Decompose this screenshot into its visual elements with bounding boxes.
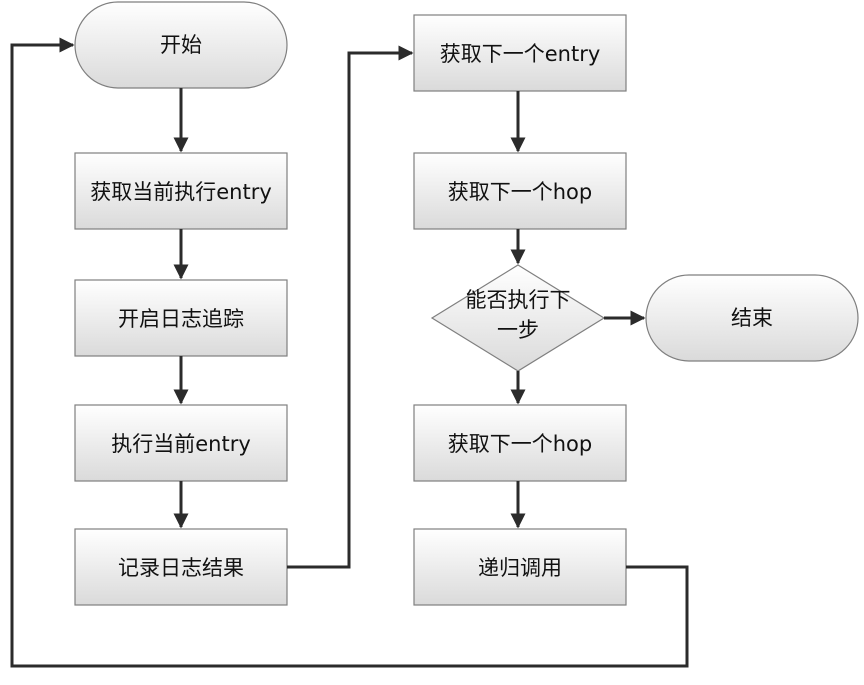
can-exec-next-label-line1: 能否执行下 xyxy=(466,288,571,312)
exec-current-entry-box: 执行当前entry xyxy=(74,404,288,482)
can-exec-next-decision: 能否执行下 一步 xyxy=(430,264,606,372)
start-terminal: 开始 xyxy=(74,1,288,89)
get-next-hop-label-2: 获取下一个hop xyxy=(448,432,593,456)
recursive-call-box: 递归调用 xyxy=(413,528,627,606)
recursive-call-label: 递归调用 xyxy=(478,556,562,580)
get-current-entry-box: 获取当前执行entry xyxy=(74,152,288,230)
open-log-trace-box: 开启日志追踪 xyxy=(74,279,288,357)
record-log-result-label: 记录日志结果 xyxy=(118,556,244,580)
get-next-entry-label: 获取下一个entry xyxy=(440,42,601,66)
end-label: 结束 xyxy=(731,306,773,330)
open-log-trace-label: 开启日志追踪 xyxy=(118,307,244,331)
arrow-recursive-call-to-start xyxy=(10,37,689,668)
get-next-hop-box-2: 获取下一个hop xyxy=(413,404,627,482)
end-terminal: 结束 xyxy=(645,274,859,362)
arrow-record-log-to-get-next-entry xyxy=(287,45,414,569)
exec-current-entry-label: 执行当前entry xyxy=(111,432,251,456)
get-next-entry-box: 获取下一个entry xyxy=(413,14,627,92)
get-next-hop-box-1: 获取下一个hop xyxy=(413,152,627,230)
start-label: 开始 xyxy=(160,33,202,57)
get-next-hop-label-1: 获取下一个hop xyxy=(448,180,593,204)
can-exec-next-label-line2: 一步 xyxy=(497,318,539,342)
get-current-entry-label: 获取当前执行entry xyxy=(90,180,272,204)
record-log-result-box: 记录日志结果 xyxy=(74,528,288,606)
